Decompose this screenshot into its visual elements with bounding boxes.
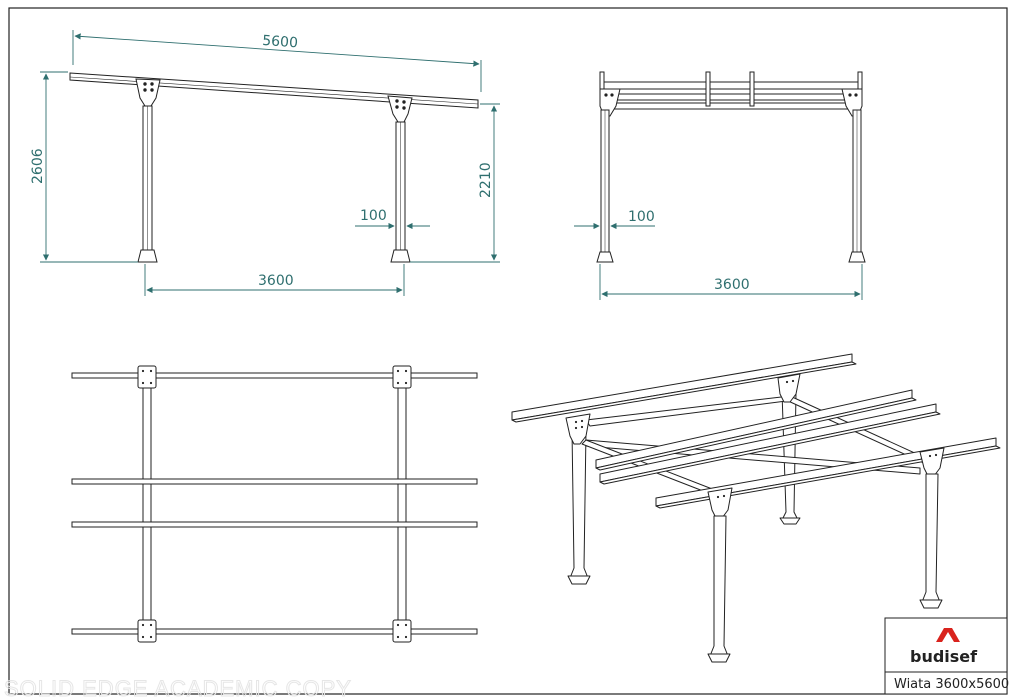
dim-total-height: 2606 — [30, 148, 46, 184]
title-block: budisef Wiata 3600x5600 — [884, 617, 1009, 695]
front-view — [596, 71, 866, 263]
side-view-dimensions — [40, 30, 500, 296]
top-view — [71, 365, 478, 643]
dim-post-spacing: 3600 — [258, 273, 294, 289]
brand-name: budisef — [910, 647, 978, 666]
dim-overall-length: 5600 — [262, 33, 299, 51]
budisef-logo-icon — [936, 628, 960, 642]
front-view-dimensions — [574, 222, 863, 300]
drawing-caption: Wiata 3600x5600 — [894, 677, 1009, 692]
watermark-text: SOLID EDGE ACADEMIC COPY — [4, 676, 352, 700]
dim-post-height: 2210 — [478, 162, 494, 198]
side-view — [69, 72, 479, 263]
sheet-border — [8, 7, 1008, 695]
dim-width: 3600 — [714, 277, 750, 293]
dim-post-width-side: 100 — [360, 208, 387, 224]
isometric-view — [511, 353, 1001, 663]
dim-post-width-front: 100 — [628, 209, 655, 225]
